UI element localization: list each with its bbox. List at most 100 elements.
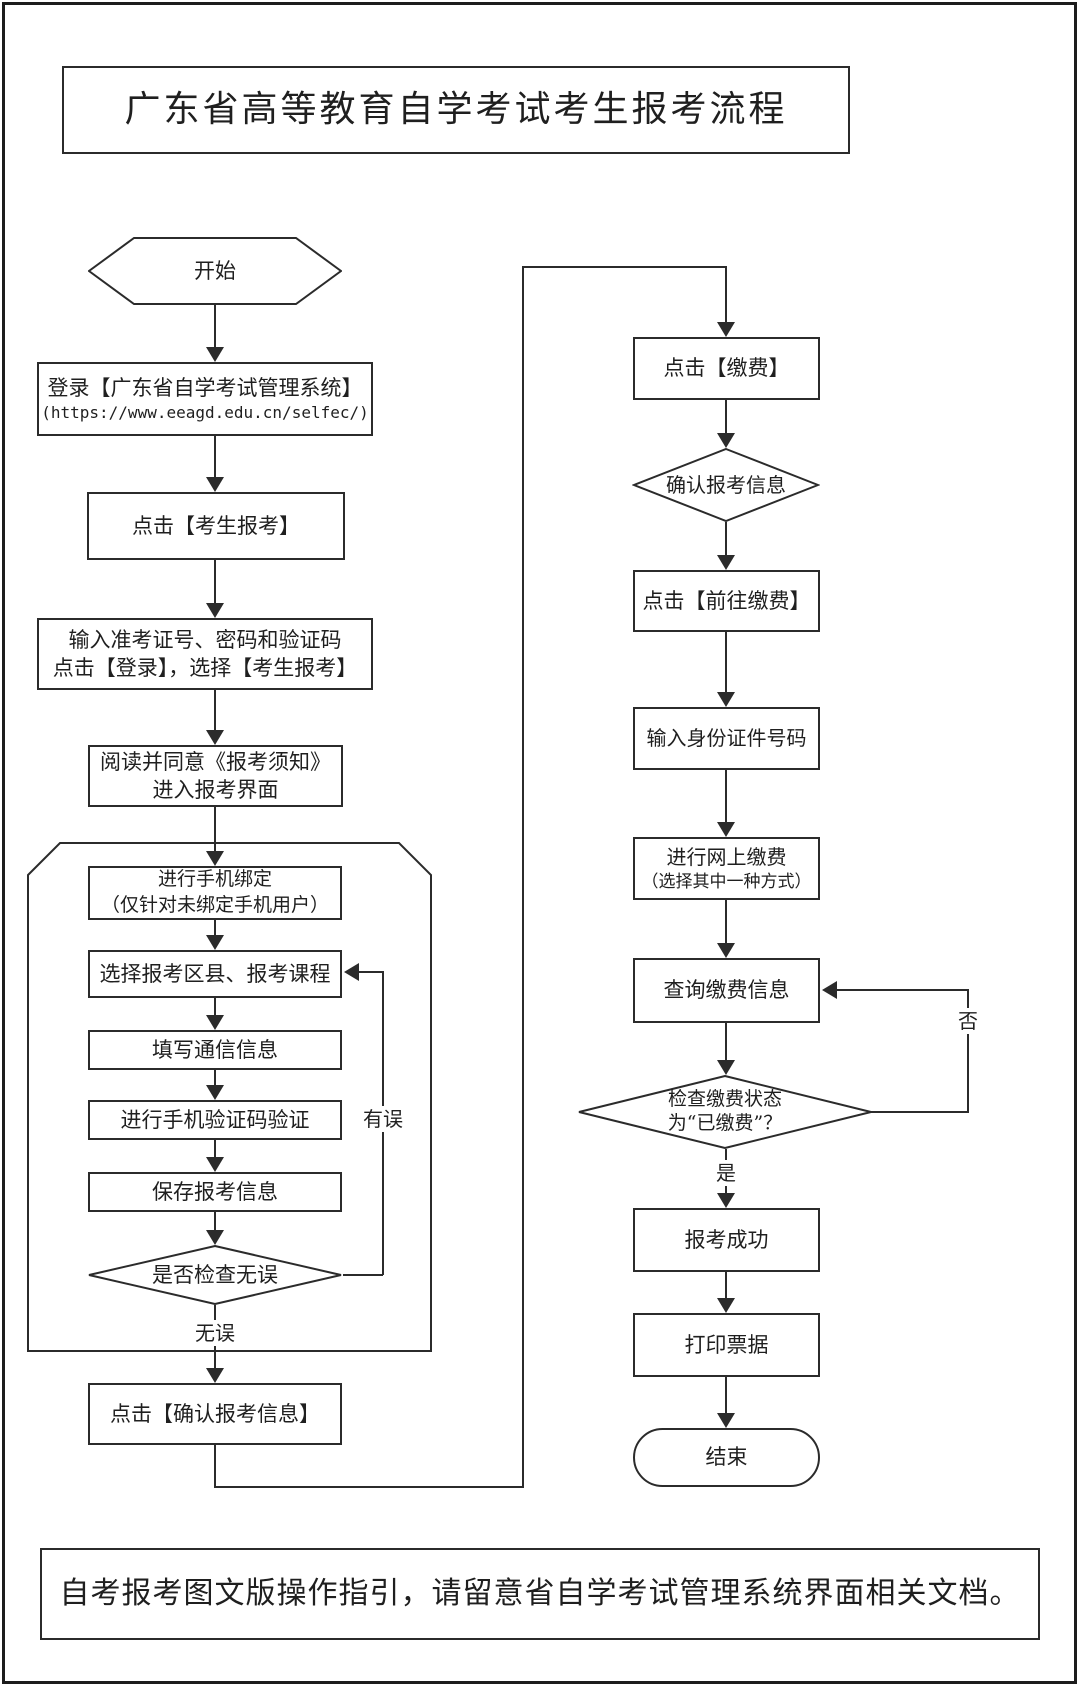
decision-check-correct: 是否检查无误 (87, 1245, 343, 1305)
step-fill-contact: 填写通信信息 (88, 1030, 342, 1070)
decision-check-correct-label: 是否检查无误 (152, 1262, 278, 1287)
arrowhead (717, 822, 735, 837)
arrowhead (206, 1085, 224, 1100)
flow-line (725, 900, 727, 945)
label-yes: 是 (712, 1160, 740, 1186)
step-enter-credentials-line1: 输入准考证号、密码和验证码 (68, 627, 342, 652)
step-confirm-info: 点击【确认报考信息】 (88, 1383, 342, 1445)
arrowhead (206, 477, 224, 492)
step-save-info: 保存报考信息 (88, 1172, 342, 1212)
step-select-courses: 选择报考区县、报考课程 (88, 950, 342, 998)
arrowhead (206, 851, 224, 866)
flow-line (725, 1377, 727, 1415)
arrowhead (822, 981, 837, 999)
step-success-label: 报考成功 (684, 1227, 769, 1252)
arrowhead (717, 1298, 735, 1313)
end-node: 结束 (633, 1428, 820, 1487)
arrowhead (717, 433, 735, 448)
flow-line (725, 770, 727, 824)
flow-line (214, 1445, 216, 1488)
step-enter-credentials: 输入准考证号、密码和验证码 点击【登录】，选择【考生报考】 (37, 618, 373, 690)
step-bind-phone-line1: 进行手机绑定 (157, 868, 272, 891)
step-enter-id: 输入身份证件号码 (633, 707, 820, 770)
step-bind-phone-line2: （仅针对未绑定手机用户） (100, 894, 329, 916)
flow-line (725, 400, 727, 435)
step-enter-id-label: 输入身份证件号码 (646, 726, 807, 750)
flow-line (725, 522, 727, 557)
flow-line (214, 920, 216, 937)
arrowhead (206, 347, 224, 362)
flow-line (967, 989, 969, 1113)
step-login-url: (https://www.eeagd.edu.cn/selfec/) (41, 403, 369, 423)
decision-payment-status: 检查缴费状态 为“已缴费”？ (577, 1075, 873, 1149)
label-no-error: 无误 (189, 1320, 241, 1346)
flow-line (214, 1212, 216, 1232)
arrowhead (717, 322, 735, 337)
flow-line (214, 560, 216, 605)
decision-confirm-info: 确认报考信息 (632, 448, 820, 522)
flow-line (214, 1070, 216, 1087)
step-select-courses-label: 选择报考区县、报考课程 (99, 961, 331, 986)
flow-line (725, 266, 727, 324)
step-print-receipt: 打印票据 (633, 1313, 820, 1377)
step-online-pay: 进行网上缴费 （选择其中一种方式） (633, 837, 820, 900)
hexagon-shape (88, 237, 342, 305)
step-read-notice-line1: 阅读并同意《报考须知》 (100, 749, 331, 774)
step-online-pay-line1: 进行网上缴费 (666, 844, 787, 869)
diamond-shape (88, 1245, 342, 1305)
flow-line (214, 1486, 524, 1488)
step-login-line1: 登录【广东省自学考试管理系统】 (47, 376, 363, 401)
flow-line (522, 266, 524, 1488)
decision-confirm-info-label: 确认报考信息 (666, 472, 786, 497)
step-success: 报考成功 (633, 1208, 820, 1272)
step-save-info-label: 保存报考信息 (152, 1179, 278, 1204)
label-has-error: 有误 (361, 1106, 405, 1132)
arrowhead (206, 1157, 224, 1172)
step-read-notice: 阅读并同意《报考须知》 进入报考界面 (88, 745, 343, 807)
step-click-register: 点击【考生报考】 (87, 492, 345, 560)
step-online-pay-line2: （选择其中一种方式） (641, 871, 812, 892)
arrowhead (717, 1060, 735, 1075)
arrowhead (717, 692, 735, 707)
step-verify-sms-label: 进行手机验证码验证 (120, 1107, 310, 1132)
step-click-pay-label: 点击【缴费】 (663, 356, 790, 381)
arrowhead (717, 943, 735, 958)
flow-line (522, 266, 727, 268)
end-label: 结束 (705, 1445, 748, 1470)
flow-line (725, 1023, 727, 1062)
flow-line (725, 1272, 727, 1300)
arrowhead (206, 1368, 224, 1383)
diamond-shape (578, 1075, 872, 1149)
flow-line (343, 1274, 383, 1276)
step-goto-pay-label: 点击【前往缴费】 (642, 588, 811, 613)
step-verify-sms: 进行手机验证码验证 (88, 1100, 342, 1140)
arrowhead (206, 603, 224, 618)
arrowhead (206, 1230, 224, 1245)
flow-line (214, 807, 216, 853)
step-click-register-label: 点击【考生报考】 (132, 513, 300, 538)
arrowhead (206, 730, 224, 745)
arrowhead (344, 963, 359, 981)
step-click-pay: 点击【缴费】 (633, 337, 820, 400)
arrowhead (717, 555, 735, 570)
flow-line (214, 305, 216, 349)
step-login: 登录【广东省自学考试管理系统】 (https://www.eeagd.edu.c… (37, 362, 373, 436)
arrowhead (206, 1015, 224, 1030)
title-box: 广东省高等教育自学考试考生报考流程 (62, 66, 850, 154)
page-title: 广东省高等教育自学考试考生报考流程 (124, 88, 788, 130)
step-confirm-info-label: 点击【确认报考信息】 (110, 1401, 320, 1426)
flow-line (871, 1111, 969, 1113)
step-read-notice-line2: 进入报考界面 (152, 778, 279, 802)
arrowhead (717, 1193, 735, 1208)
footer-note-box: 自考报考图文版操作指引，请留意省自学考试管理系统界面相关文档。 (40, 1548, 1040, 1640)
label-no: 否 (954, 1008, 982, 1034)
diamond-shape (632, 448, 820, 522)
flow-line (725, 632, 727, 694)
step-fill-contact-label: 填写通信信息 (152, 1037, 278, 1062)
start-label: 开始 (194, 258, 236, 283)
step-enter-credentials-line2: 点击【登录】，选择【考生报考】 (52, 656, 358, 680)
step-query-pay: 查询缴费信息 (633, 958, 820, 1023)
arrowhead (717, 1413, 735, 1428)
flow-line (214, 436, 216, 479)
